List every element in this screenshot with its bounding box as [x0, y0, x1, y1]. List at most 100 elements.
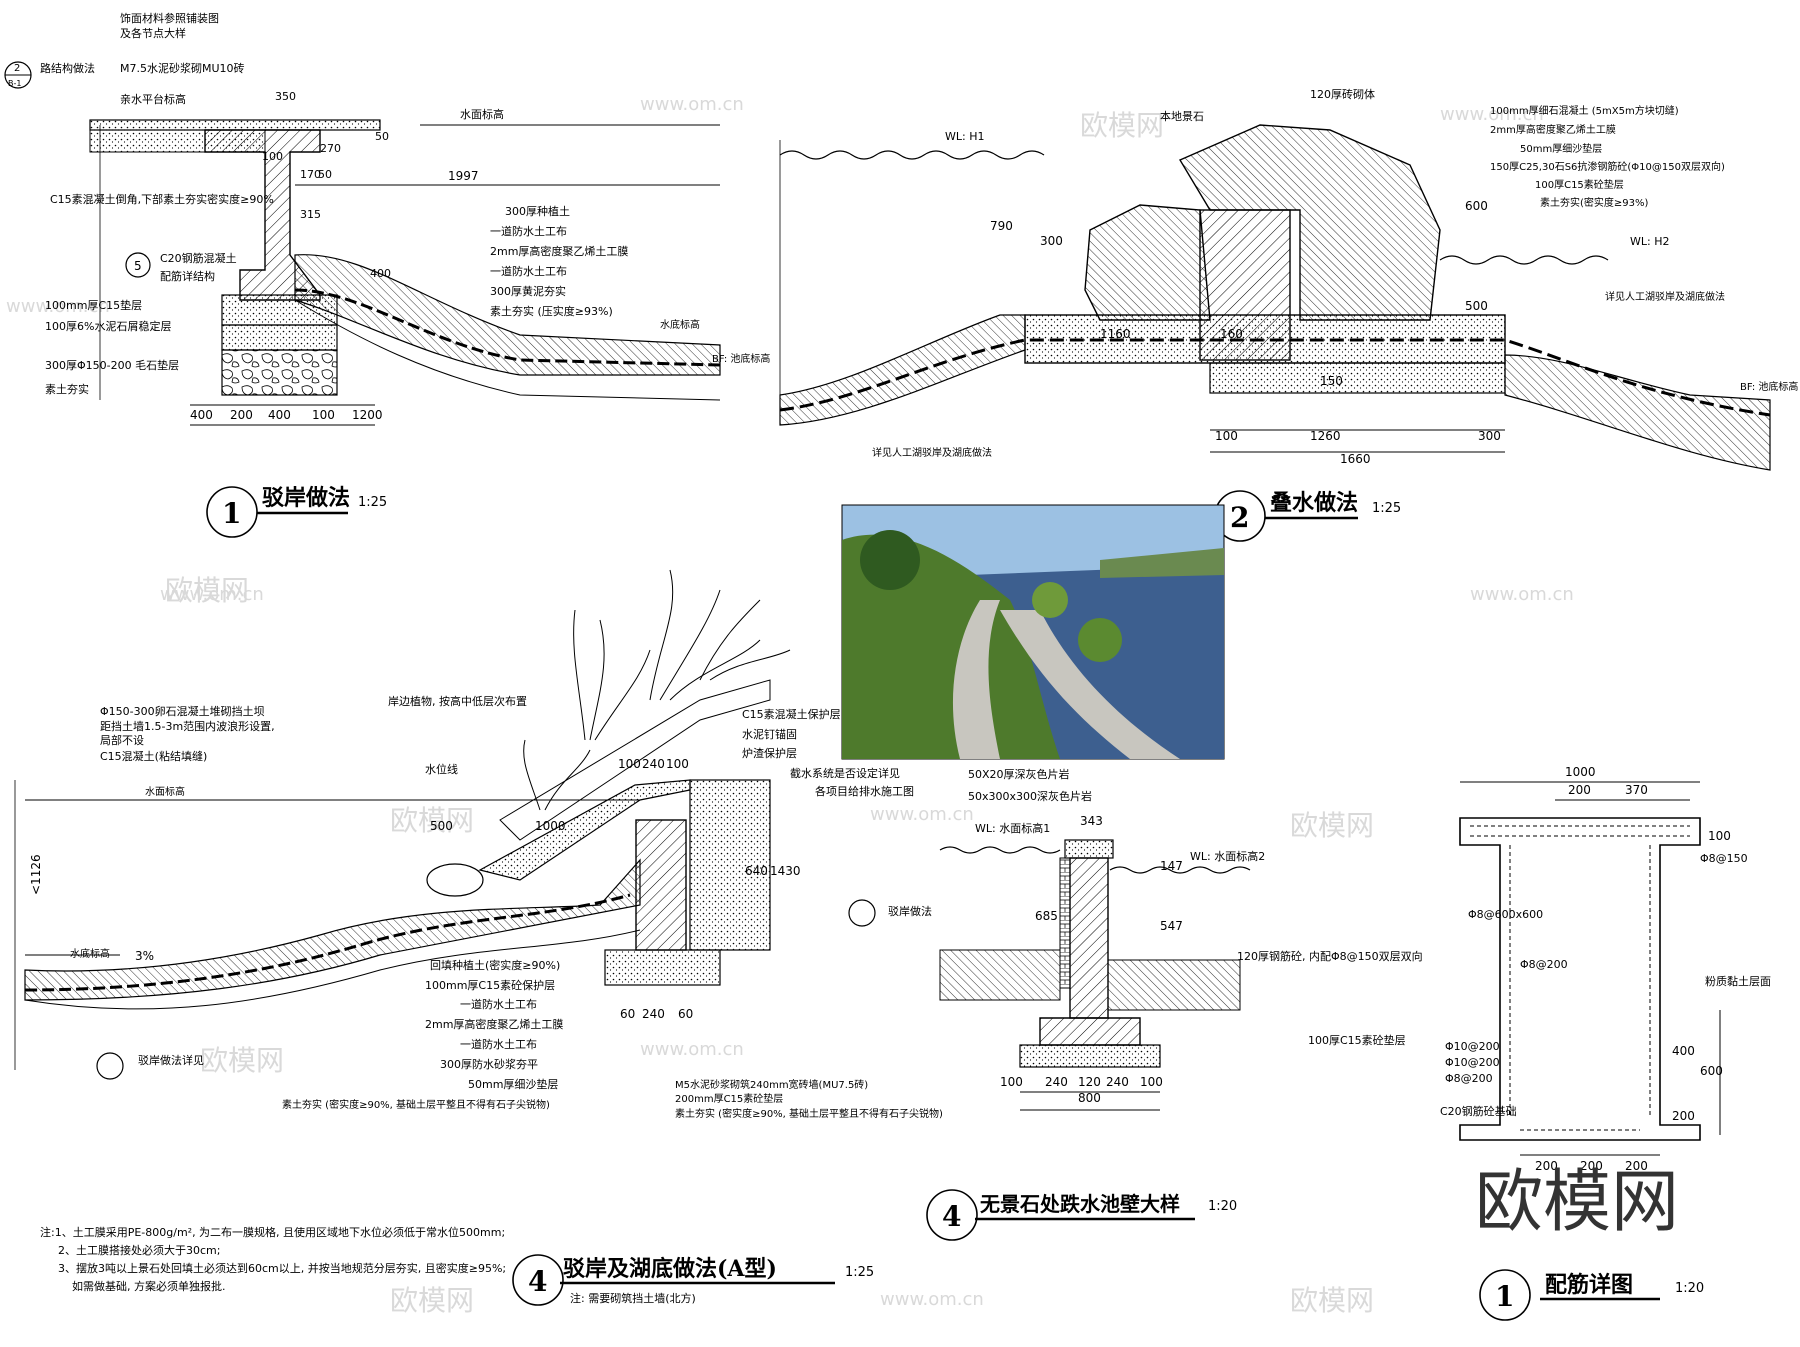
dim: 790	[990, 219, 1013, 233]
dim: 640	[745, 864, 768, 878]
title-number: 2	[1230, 501, 1249, 534]
dim: 1000	[535, 819, 566, 833]
dim: 50	[318, 168, 332, 181]
layer-label: 一道防水土工布	[490, 264, 567, 278]
label: 120厚砖砌体	[1310, 87, 1375, 101]
detail-title: 驳岸做法	[262, 485, 350, 511]
label: 详见人工湖驳岸及湖底做法	[872, 446, 992, 459]
title-bubble	[926, 1189, 978, 1241]
layer-label: 50mm厚细沙垫层	[1520, 142, 1602, 155]
rebar-label: C20钢筋砼基础	[1440, 1104, 1517, 1118]
ref-sheet: B-1	[8, 79, 21, 88]
label: 300厚Φ150-200 毛石垫层	[45, 358, 179, 372]
watermark-site: www.om.cn	[880, 1289, 984, 1310]
dim: 547	[1160, 919, 1183, 933]
dim: 500	[430, 819, 453, 833]
photo-path	[1000, 610, 1180, 759]
photo-path	[952, 600, 1000, 759]
layer-label: 300厚防水砂浆夯平	[440, 1057, 538, 1071]
wall-layer-label: M5水泥砂浆砌筑240mm宽砖墙(MU7.5砖)	[675, 1078, 868, 1091]
watermark-brand: 欧模网	[1290, 809, 1374, 842]
label: M7.5水泥砂浆砌MU10砖	[120, 61, 245, 75]
layer-label: 2mm厚高密度聚乙烯土工膜	[490, 244, 628, 258]
watermark-brand: 欧模网	[165, 574, 249, 607]
watermark-site: www.om.cn	[870, 804, 974, 825]
detail-5-reinforcement: 1000 200 370 100 400 600 200 200 200 200…	[1440, 765, 1771, 1321]
soil-line	[24, 929, 641, 1010]
label: C20钢筋混凝土	[160, 251, 237, 265]
detail-3-revetment-lakebed: Φ150-300卵石混凝土堆砌挡土坝 距挡土墙1.5-3m范围内波浪形设置, 局…	[14, 569, 943, 1306]
reference-photo	[841, 504, 1225, 760]
layer-label: 150厚C25,30石S6抗渗钢筋砼(Φ10@150双层双向)	[1490, 160, 1725, 173]
label: C15混凝土(粘结填缝)	[100, 749, 207, 763]
brick-retaining-wall	[635, 819, 687, 951]
layer-label: 素土夯实 (压实度≥93%)	[490, 304, 613, 318]
detail-scale: 1:20	[1208, 1199, 1237, 1214]
slope-layers-left	[779, 314, 1026, 426]
rc-wall	[1069, 857, 1109, 1019]
label: 100mm厚C15垫层	[45, 298, 142, 312]
label: 详见人工湖驳岸及湖底做法	[1605, 290, 1725, 303]
dim: 1260	[1310, 429, 1341, 443]
dim: 600	[1700, 1064, 1723, 1078]
detail-title: 配筋详图	[1545, 1272, 1633, 1298]
watermark-site: www.om.cn	[6, 296, 110, 317]
title-bubble	[1479, 1269, 1531, 1321]
brand-watermark: 欧模网	[1475, 1163, 1679, 1242]
dim: 600	[1465, 199, 1488, 213]
dim: 200	[1568, 783, 1591, 797]
watermark-brand: 欧模网	[1290, 1284, 1374, 1317]
title-bubble	[512, 1254, 564, 1306]
dim: 100	[262, 150, 283, 163]
detail-scale: 1:25	[358, 495, 387, 510]
watermark-layer: www.om.cn www.om.cn www.om.cn www.om.cn …	[6, 94, 1574, 1317]
dim: 1997	[448, 169, 479, 183]
dim: 350	[275, 90, 296, 103]
label: BF: 池底标高	[1740, 380, 1798, 393]
dim: 150	[1320, 374, 1343, 388]
label: 岸边植物, 按高中低层次布置	[388, 694, 527, 708]
bank-layers-right	[1107, 959, 1241, 1011]
dim: 100	[312, 408, 335, 422]
slope-layers-right	[1504, 354, 1771, 471]
slate-cap	[1064, 839, 1114, 859]
dim: 100	[1708, 829, 1731, 843]
dim: 1430	[770, 864, 801, 878]
slag-protection	[689, 779, 771, 951]
detail-title: 驳岸及湖底做法(A型)	[563, 1256, 777, 1282]
label: 各项目给排水施工图	[815, 784, 914, 798]
detail-scale: 1:25	[845, 1265, 874, 1280]
stabilized-layer	[221, 324, 338, 351]
label: 驳岸做法	[888, 904, 932, 918]
bank-layers-left	[939, 949, 1061, 1001]
rebar-label: Φ10@200	[1445, 1056, 1500, 1069]
layer-label: 50mm厚细沙垫层	[468, 1077, 558, 1091]
dim: 200	[1625, 1159, 1648, 1173]
layer-label: 100厚C15素砼垫层	[1535, 178, 1624, 191]
label: 驳岸做法详见	[138, 1053, 204, 1067]
dim: 270	[320, 142, 341, 155]
layer-label: 素土夯实(密实度≥93%)	[1540, 196, 1649, 209]
label: 120厚钢筋砼, 内配Φ8@150双层双向	[1237, 949, 1423, 963]
dim: 400	[190, 408, 213, 422]
label: 50x300x300深灰色片岩	[968, 789, 1092, 803]
label: 及各节点大样	[120, 26, 186, 40]
wall-layer-label: 素土夯实 (密实度≥90%, 基础土层平整且不得有石子尖锐物)	[675, 1107, 943, 1120]
cushion	[1209, 362, 1506, 394]
bank-plants	[523, 569, 791, 811]
dim: 170	[300, 168, 321, 181]
layer-label: 2mm厚高密度聚乙烯土工膜	[425, 1017, 563, 1031]
landscape-rock	[1084, 204, 1211, 321]
dim: 300	[1478, 429, 1501, 443]
label: WL: H1	[945, 130, 984, 143]
layer-label: 300厚黄泥夯实	[490, 284, 566, 298]
label: C15素混凝土保护层	[742, 707, 841, 721]
label: 50X20厚深灰色片岩	[968, 767, 1070, 781]
rubble-layer	[221, 349, 338, 396]
watermark-site: www.om.cn	[640, 94, 744, 115]
detail-4-wall-section: 50X20厚深灰色片岩 50x300x300深灰色片岩 WL: 水面标高1 WL…	[848, 767, 1423, 1241]
label: 水面标高	[145, 785, 185, 798]
dim: 240	[642, 1007, 665, 1021]
watermark-brand: 欧模网	[200, 1044, 284, 1077]
